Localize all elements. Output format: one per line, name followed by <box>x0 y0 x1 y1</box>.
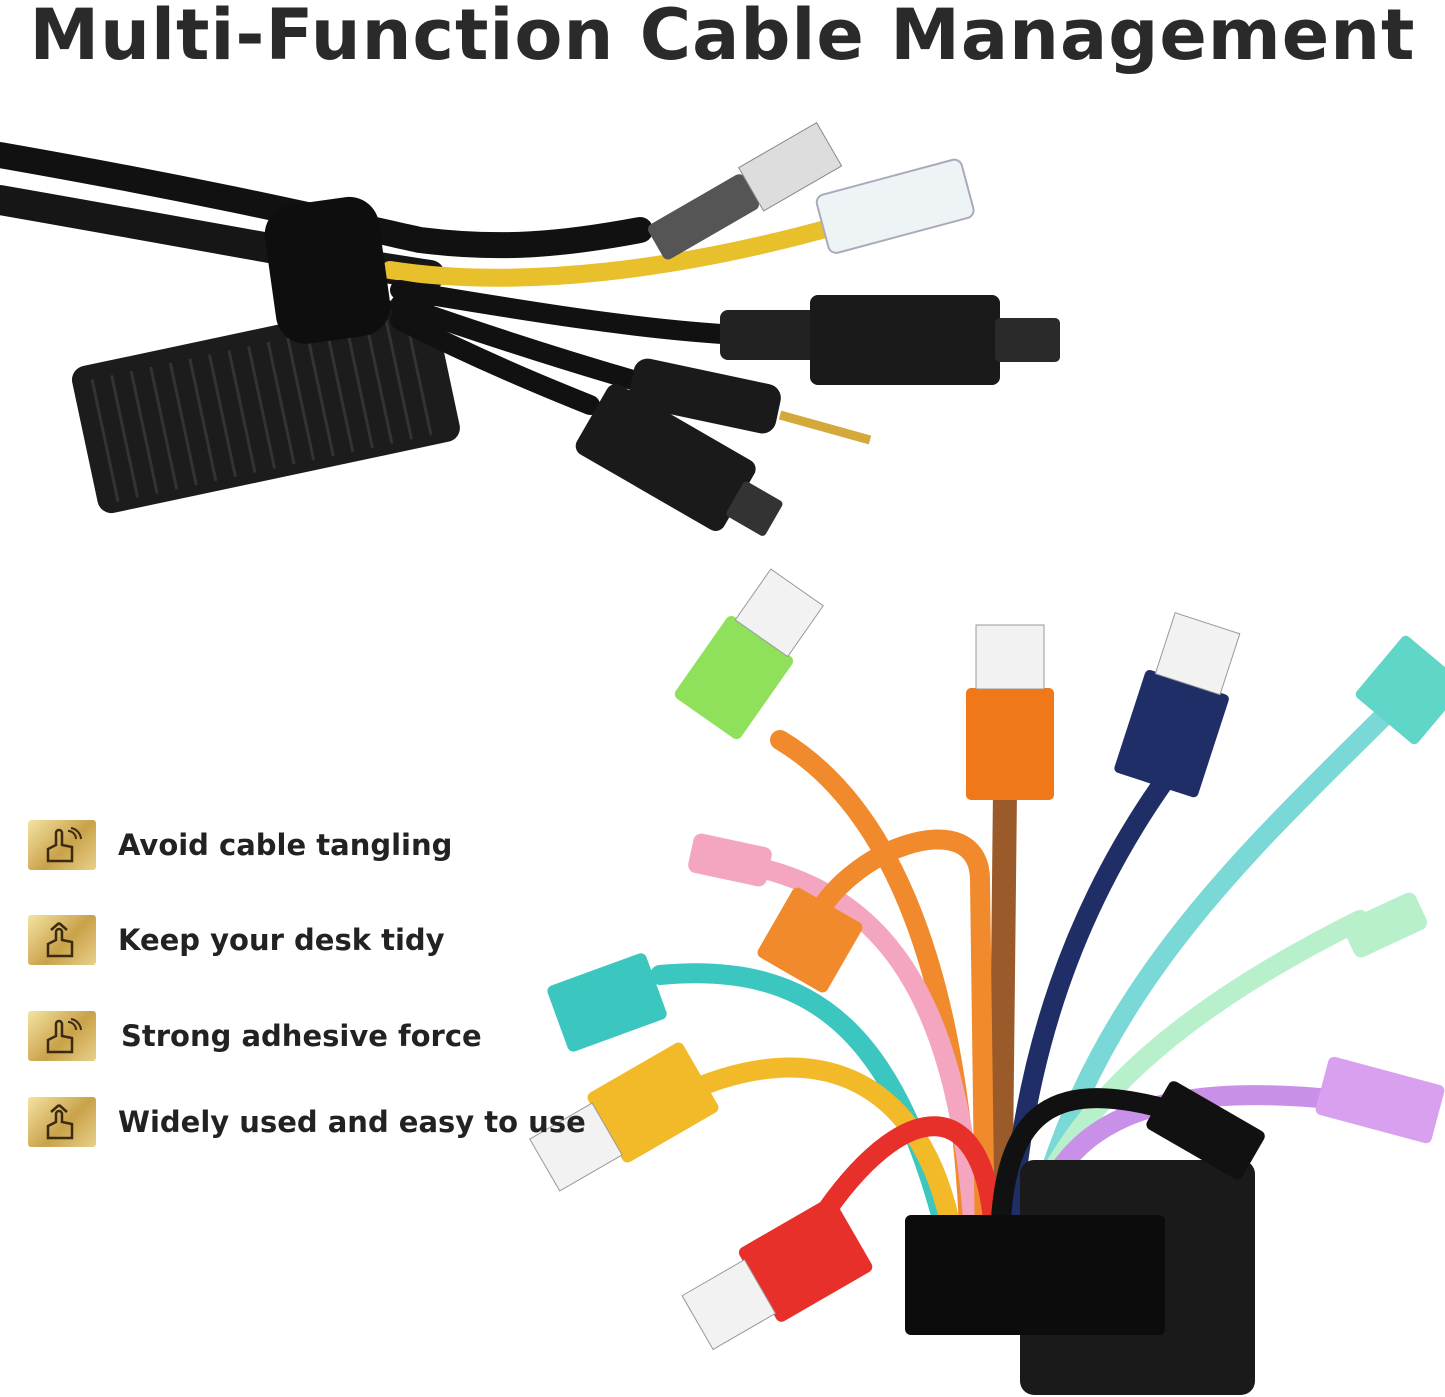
feature-label: Widely used and easy to use <box>118 1105 586 1139</box>
feature-label: Strong adhesive force <box>121 1019 482 1053</box>
black-cable <box>390 295 660 395</box>
yellow-cable <box>381 216 849 287</box>
hand-tap-icon <box>28 1011 96 1061</box>
hand-arrow-up-icon <box>28 915 96 965</box>
velcro-pad <box>71 294 460 514</box>
micro-usb-connector <box>575 384 783 536</box>
rj45-connector <box>815 158 975 254</box>
black-cables-illustration <box>0 121 1060 536</box>
feature-item: Avoid cable tangling <box>28 820 452 870</box>
black-cable <box>390 280 750 345</box>
hdmi-connector <box>720 295 1060 385</box>
page-title: Multi-Function Cable Management <box>29 0 1416 76</box>
cable-strap <box>905 1215 1165 1335</box>
feature-label: Avoid cable tangling <box>118 828 453 862</box>
audio-jack <box>628 358 872 445</box>
black-cable <box>0 142 653 259</box>
usb-connectors <box>529 568 1445 1351</box>
feature-item: Strong adhesive force <box>28 1011 482 1061</box>
feature-label: Keep your desk tidy <box>118 923 445 957</box>
black-cable <box>390 310 600 415</box>
feature-item: Widely used and easy to use <box>28 1097 586 1147</box>
hand-tap-icon <box>28 820 96 870</box>
usb-a-connector <box>648 121 843 260</box>
cable-strap <box>264 196 391 344</box>
feature-item: Keep your desk tidy <box>28 915 445 965</box>
hand-arrow-up-icon <box>28 1097 96 1147</box>
